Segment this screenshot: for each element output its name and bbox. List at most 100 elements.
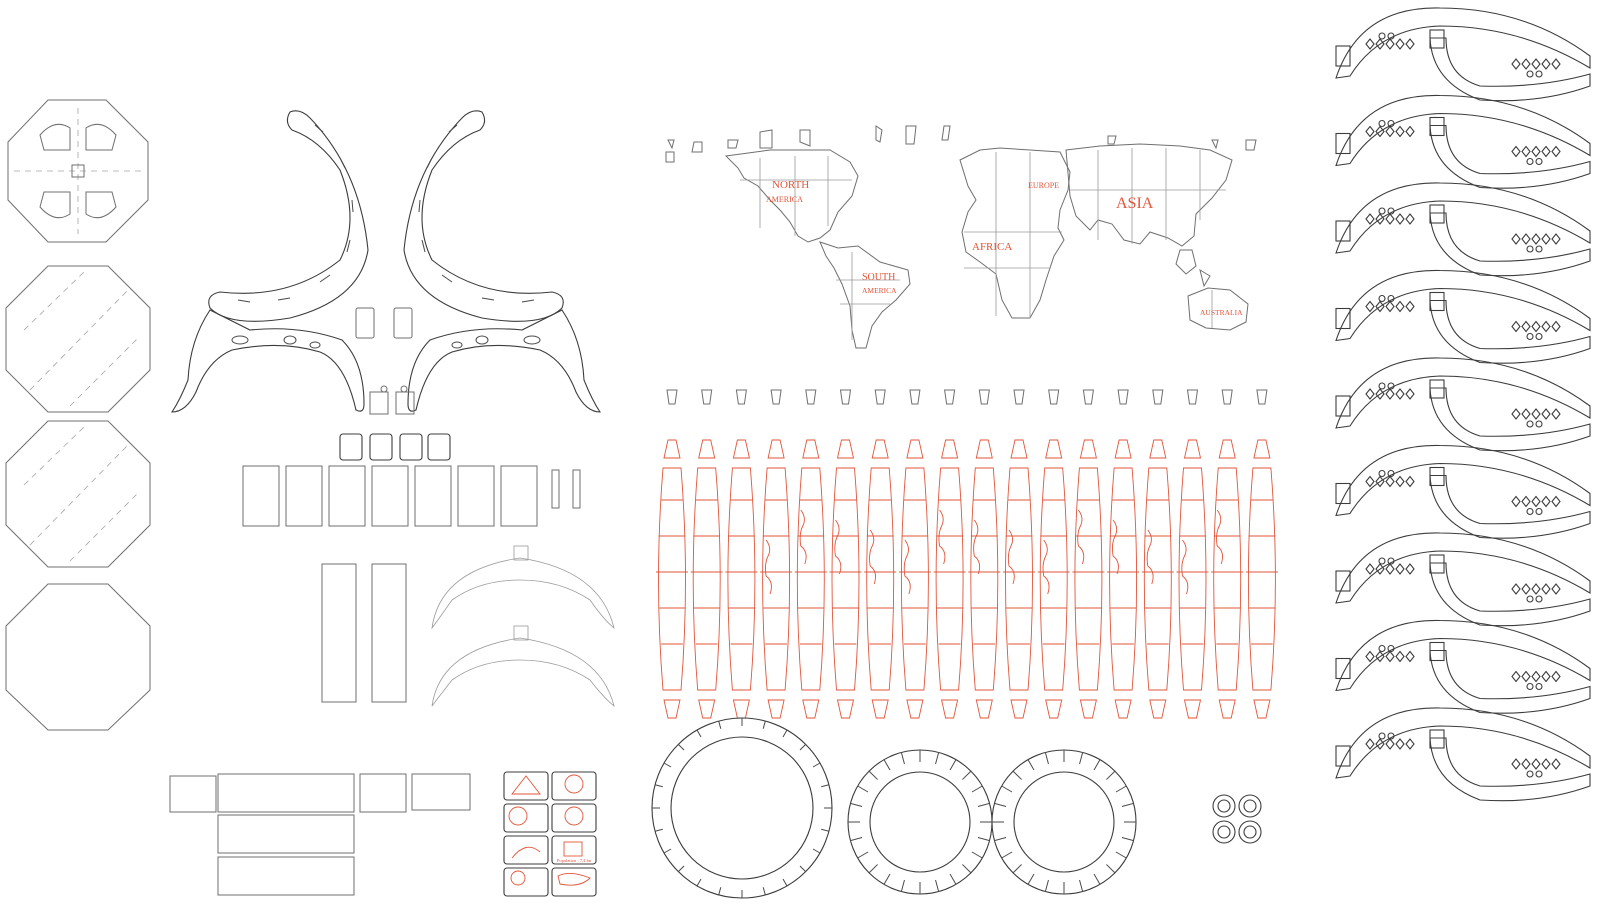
ring-slot bbox=[1079, 879, 1084, 892]
ring-slot bbox=[799, 744, 806, 751]
octagon-plate-2 bbox=[5, 265, 151, 413]
ring-slot bbox=[977, 802, 990, 807]
octagon-plates bbox=[5, 99, 151, 731]
ring-slot bbox=[663, 762, 672, 768]
ring-slot bbox=[1093, 759, 1101, 771]
ring-slot bbox=[821, 828, 830, 832]
map-tab-piece bbox=[1256, 389, 1268, 405]
ring-slot bbox=[994, 837, 1007, 842]
ring-slot bbox=[868, 770, 878, 780]
south-america bbox=[819, 241, 911, 349]
ring-slot bbox=[696, 729, 702, 738]
map-tab-piece bbox=[770, 389, 782, 405]
map-tab-piece bbox=[1082, 389, 1094, 405]
ring-slot bbox=[663, 848, 672, 854]
label-africa: AFRICA bbox=[972, 241, 1012, 253]
stand-arm-right bbox=[403, 110, 602, 413]
ring-slot bbox=[1121, 802, 1134, 807]
ring-medium-1 bbox=[847, 749, 993, 895]
label-america-north: AMERICA bbox=[766, 195, 803, 204]
map-tab-piece bbox=[1013, 389, 1025, 405]
label-europe: EUROPE bbox=[1028, 181, 1059, 190]
bottom-panels bbox=[169, 773, 471, 896]
ring-slot bbox=[962, 864, 972, 874]
ring-slot bbox=[857, 785, 869, 793]
globe-gore bbox=[933, 439, 966, 719]
ring-slot bbox=[1106, 770, 1116, 780]
ring-slot bbox=[883, 759, 891, 771]
ring-slot bbox=[850, 837, 863, 842]
ring-slot bbox=[1079, 752, 1084, 765]
ring-medium-2-slots bbox=[992, 750, 1136, 894]
ring-slot bbox=[654, 828, 663, 832]
globe-gore bbox=[968, 439, 1001, 719]
north-america bbox=[724, 149, 859, 243]
ring-slot bbox=[868, 864, 878, 874]
ring-slot bbox=[1115, 851, 1127, 859]
globe-gore bbox=[1141, 439, 1174, 719]
globe-gore bbox=[864, 439, 897, 719]
info-card-population: Population : 7,4 bn bbox=[557, 858, 592, 864]
map-tab-piece bbox=[701, 389, 713, 405]
globe-gores bbox=[656, 439, 1278, 719]
globe-gore bbox=[1245, 439, 1278, 719]
ring-slot bbox=[962, 770, 972, 780]
ring-slot bbox=[654, 784, 663, 788]
ring-slot bbox=[900, 879, 905, 892]
map-tab-piece bbox=[839, 389, 852, 405]
world-map: NORTH AMERICA SOUTH AMERICA EUROPE AFRIC… bbox=[665, 125, 1257, 349]
ring-slot bbox=[1121, 837, 1134, 842]
label-asia: ASIA bbox=[1116, 195, 1154, 212]
asia bbox=[1065, 143, 1233, 247]
ring-slot bbox=[1012, 770, 1022, 780]
map-tab-piece bbox=[1186, 389, 1199, 405]
small-connectors bbox=[339, 307, 451, 461]
ring-slot bbox=[850, 802, 863, 807]
map-tab-piece bbox=[944, 389, 956, 405]
base-arches bbox=[431, 545, 615, 708]
globe-gore bbox=[1211, 439, 1244, 719]
ring-slot bbox=[1044, 879, 1049, 892]
ring-slot bbox=[696, 878, 702, 887]
globe-gore bbox=[725, 439, 758, 719]
curved-arm-pieces bbox=[1335, 7, 1591, 802]
ring-slot bbox=[1044, 752, 1049, 765]
ring-slot bbox=[1001, 851, 1013, 859]
ring-large bbox=[651, 717, 833, 899]
ring-slot bbox=[1027, 873, 1035, 885]
ring-medium-1-slots bbox=[848, 750, 992, 894]
curved-arm bbox=[1335, 269, 1591, 364]
washers bbox=[1212, 794, 1262, 844]
ring-slot bbox=[935, 879, 940, 892]
map-tab-piece bbox=[1152, 389, 1164, 405]
ring-slot bbox=[883, 873, 891, 885]
ring-slot bbox=[900, 752, 905, 765]
map-tab-piece bbox=[909, 389, 921, 405]
ring-slot bbox=[782, 729, 788, 738]
australia bbox=[1187, 287, 1249, 331]
map-tab-piece bbox=[666, 389, 678, 405]
ring-slot bbox=[812, 762, 821, 768]
octagon-plate-top bbox=[7, 99, 149, 243]
ring-medium-2 bbox=[991, 749, 1137, 895]
label-australia: AUSTRALIA bbox=[1200, 308, 1243, 317]
ring-large-slots bbox=[652, 718, 832, 898]
ring-slot bbox=[718, 887, 722, 896]
map-tab-piece bbox=[874, 389, 886, 405]
ring-slot bbox=[678, 865, 685, 872]
map-tab-pieces bbox=[666, 389, 1268, 405]
curved-arm bbox=[1335, 532, 1591, 627]
globe-gore bbox=[1003, 439, 1035, 719]
map-tab-piece bbox=[1117, 389, 1129, 405]
map-tab-piece bbox=[978, 389, 990, 405]
map-tab-piece bbox=[805, 389, 817, 405]
curved-arm bbox=[1335, 707, 1591, 802]
octagon-plate-bottom bbox=[5, 583, 151, 731]
label-south: SOUTH bbox=[862, 272, 895, 283]
ring-slot bbox=[1115, 785, 1127, 793]
globe-gore bbox=[1072, 439, 1105, 719]
box-panels-row bbox=[242, 465, 581, 527]
ring-slot bbox=[994, 802, 1007, 807]
ring-slot bbox=[971, 851, 983, 859]
ring-slot bbox=[678, 744, 685, 751]
